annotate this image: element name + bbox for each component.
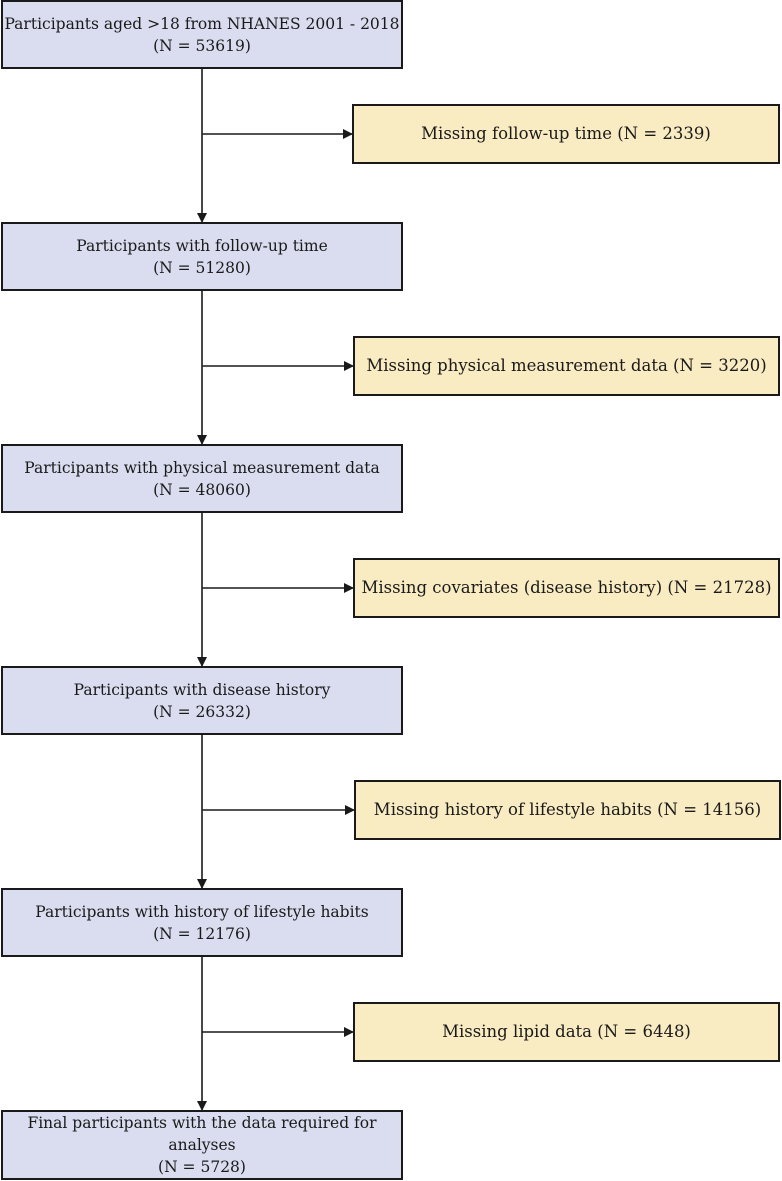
exclusion-box-disease: Missing covariates (disease history) (N …	[353, 558, 780, 618]
step-count: (N = 12176)	[153, 924, 251, 943]
step-box-physical: Participants with physical measurement d…	[1, 444, 403, 513]
step-count: (N = 5728)	[158, 1158, 246, 1176]
step-box-disease: Participants with disease history (N = 2…	[1, 666, 403, 735]
step-count: (N = 26332)	[153, 702, 251, 721]
exclusion-label: Missing lipid data (N = 6448)	[442, 1022, 691, 1041]
step-label: Participants with follow-up time	[76, 236, 328, 255]
exclusion-box-lipid: Missing lipid data (N = 6448)	[353, 1002, 780, 1062]
step-label: Final participants with the data require…	[27, 1114, 377, 1154]
step-box-follow-up: Participants with follow-up time (N = 51…	[1, 222, 403, 291]
step-label: Participants with history of lifestyle h…	[35, 902, 369, 921]
step-box-final: Final participants with the data require…	[1, 1110, 403, 1180]
step-box-initial: Participants aged >18 from NHANES 2001 -…	[1, 0, 403, 69]
step-box-lifestyle: Participants with history of lifestyle h…	[1, 888, 403, 957]
exclusion-label: Missing physical measurement data (N = 3…	[366, 356, 767, 375]
exclusion-label: Missing covariates (disease history) (N …	[361, 578, 772, 597]
exclusion-label: Missing history of lifestyle habits (N =…	[373, 800, 762, 819]
exclusion-box-physical: Missing physical measurement data (N = 3…	[353, 336, 780, 396]
step-count: (N = 53619)	[153, 36, 251, 55]
step-label: Participants with disease history	[73, 680, 331, 699]
step-count: (N = 48060)	[153, 480, 251, 499]
exclusion-box-follow-up: Missing follow-up time (N = 2339)	[352, 104, 780, 164]
step-count: (N = 51280)	[153, 258, 251, 277]
exclusion-label: Missing follow-up time (N = 2339)	[421, 124, 711, 143]
step-label: Participants with physical measurement d…	[24, 458, 380, 477]
step-label: Participants aged >18 from NHANES 2001 -…	[4, 14, 400, 33]
exclusion-box-lifestyle: Missing history of lifestyle habits (N =…	[354, 780, 781, 840]
